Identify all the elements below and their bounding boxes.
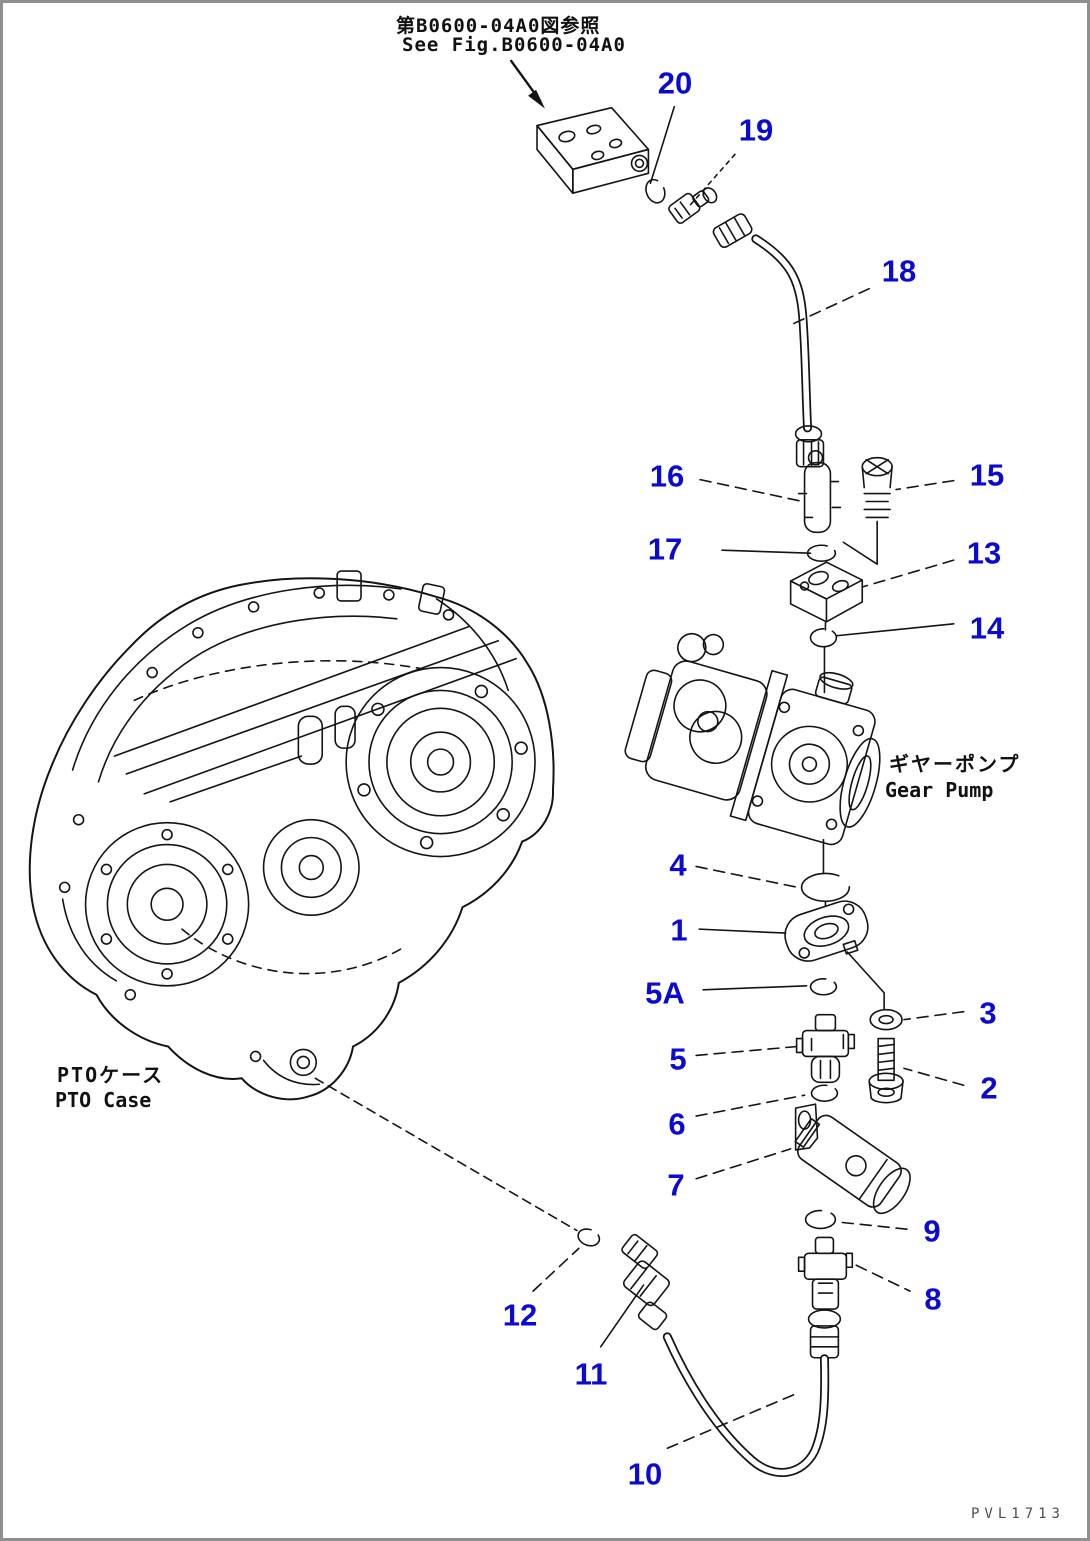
plate-code: PVL1713 — [970, 1506, 1065, 1522]
callout-15: 15 — [969, 457, 1005, 493]
callout-13: 13 — [966, 535, 1002, 571]
see-fig-arrow — [511, 61, 545, 109]
exploded-diagram — [3, 3, 1087, 1538]
part-3-washer — [870, 1010, 902, 1030]
see-fig-manifold-block — [537, 108, 648, 194]
callout-20: 20 — [657, 65, 693, 101]
callout-5: 5 — [669, 1041, 687, 1077]
part-20-snap-ring — [643, 177, 669, 206]
part-18-hose — [712, 212, 824, 466]
callout-8: 8 — [924, 1281, 942, 1317]
callout-6: 6 — [668, 1106, 686, 1142]
pto-case-drawing — [30, 571, 554, 1099]
callout-9: 9 — [923, 1213, 941, 1249]
callout-10: 10 — [627, 1456, 663, 1492]
leader-lines — [315, 107, 963, 1449]
part-14-o-ring — [811, 629, 837, 693]
gear-pump-label-jp: ギヤーポンプ — [889, 752, 1021, 776]
part-11-elbow-fitting — [595, 1233, 695, 1331]
callout-17: 17 — [647, 531, 683, 567]
part-8-connector — [799, 1237, 853, 1309]
see-fig-note-jp: 第B0600-04A0図参照 — [396, 15, 601, 37]
part-5-fitting — [797, 1015, 855, 1083]
part-9-o-ring — [806, 1211, 836, 1229]
part-6-o-ring — [812, 1085, 838, 1101]
gear-pump-drawing — [616, 620, 904, 853]
part-10-hose — [667, 1310, 840, 1473]
callout-7: 7 — [667, 1167, 685, 1203]
part-16-valve-spool — [799, 451, 841, 533]
callout-4: 4 — [669, 847, 687, 883]
part-15-plug-and-spring — [843, 458, 892, 564]
callout-16: 16 — [649, 458, 685, 494]
part-5a-o-ring — [811, 979, 837, 995]
part-19-fitting — [667, 180, 719, 227]
callout-18: 18 — [881, 253, 917, 289]
callout-5a: 5A — [645, 975, 685, 1011]
pto-case-label-jp: PTOケース — [57, 1063, 165, 1087]
see-fig-note-en: See Fig.B0600-04A0 — [402, 34, 626, 56]
callout-2: 2 — [980, 1070, 998, 1106]
callout-11: 11 — [574, 1356, 608, 1392]
part-7-valve — [789, 1104, 917, 1219]
part-13-valve-block — [791, 562, 863, 630]
pto-case-label-en: PTO Case — [55, 1088, 152, 1112]
part-12-o-ring — [576, 1226, 602, 1248]
gear-pump-label-en: Gear Pump — [885, 778, 994, 802]
part-2-bolt — [869, 1039, 903, 1103]
callout-19: 19 — [738, 112, 774, 148]
callout-1: 1 — [670, 912, 688, 948]
part-17-o-ring — [808, 545, 836, 561]
callout-3: 3 — [979, 995, 997, 1031]
part-1-flange — [779, 896, 884, 1009]
callout-14: 14 — [969, 610, 1005, 646]
callout-12: 12 — [502, 1297, 538, 1333]
